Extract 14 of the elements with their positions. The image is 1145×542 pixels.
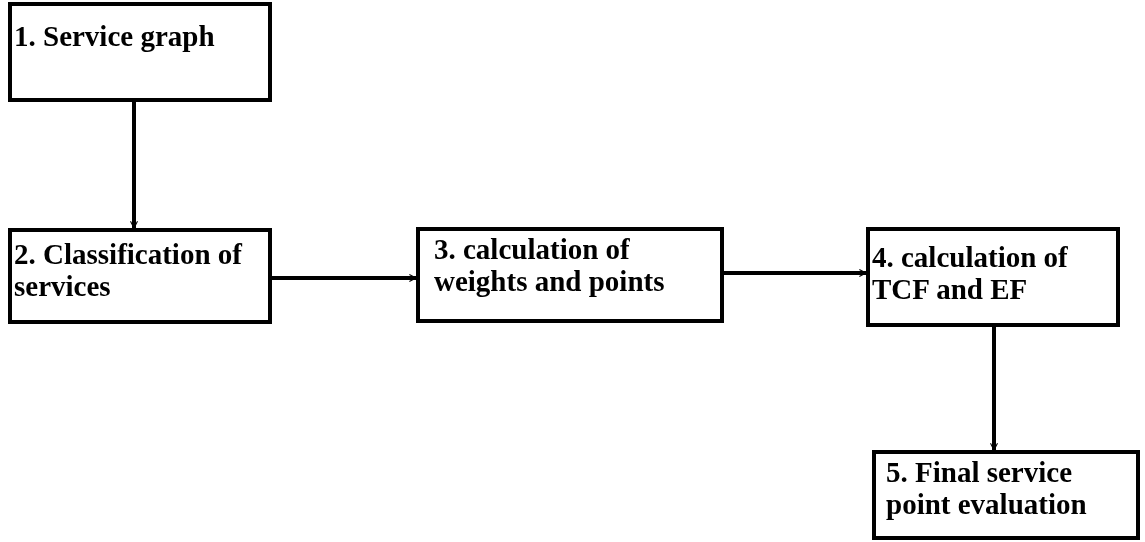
arrow bbox=[990, 327, 999, 451]
step-label: 4. calculation of TCF and EF bbox=[872, 241, 1069, 306]
process-box bbox=[872, 450, 1140, 540]
arrow bbox=[272, 274, 417, 282]
process-box bbox=[866, 227, 1120, 327]
process-box bbox=[8, 2, 272, 102]
arrow bbox=[724, 269, 867, 277]
step-label: 3. calculation of weights and points bbox=[434, 233, 666, 298]
process-box bbox=[416, 227, 724, 323]
step-label: 2. Classification of services bbox=[14, 238, 244, 303]
process-box bbox=[8, 228, 272, 324]
arrow bbox=[130, 102, 139, 229]
step-label: 1. Service graph bbox=[14, 20, 216, 53]
step-label: 5. Final service point evaluation bbox=[886, 456, 1088, 521]
